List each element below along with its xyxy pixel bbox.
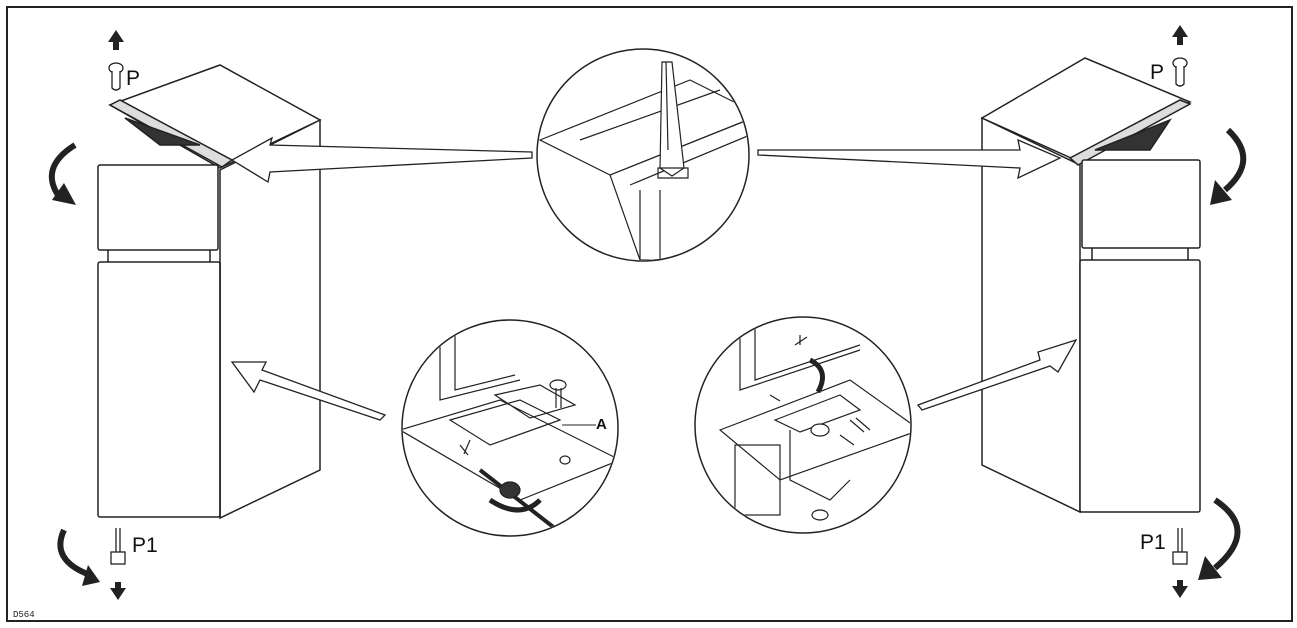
rotate-arrow-top-left (48, 142, 77, 200)
label-p1-right: P1 (1140, 531, 1166, 554)
label-p-right: P (1150, 61, 1165, 84)
rotate-arrow-bottom-left (57, 528, 92, 578)
detail-circle-top (536, 48, 750, 262)
diagram-border (6, 6, 1293, 622)
figure-code: D564 (13, 610, 35, 620)
pointer-arrow-top-right (757, 138, 1062, 180)
screw-p-right (1172, 25, 1188, 87)
label-p-left: P (126, 67, 141, 90)
pointer-arrow-top-left (230, 136, 533, 184)
pointer-arrows (230, 136, 1078, 421)
detail-circle-bottom-right (694, 316, 912, 534)
rotate-arrow-bottom-right (1213, 497, 1241, 571)
screw-p1-right (1172, 528, 1188, 598)
screw-p-left (108, 30, 124, 91)
pointer-arrow-bottom-right (916, 338, 1078, 411)
label-p1-left: P1 (132, 534, 158, 557)
right-fridge (980, 57, 1201, 514)
pointer-arrow-bottom-left (230, 361, 387, 421)
screw-p1-left (110, 528, 126, 600)
rotate-arrow-top-right (1222, 127, 1247, 193)
label-a: A (596, 416, 607, 433)
detail-circle-bottom-left (401, 319, 619, 537)
left-fridge (97, 64, 322, 520)
